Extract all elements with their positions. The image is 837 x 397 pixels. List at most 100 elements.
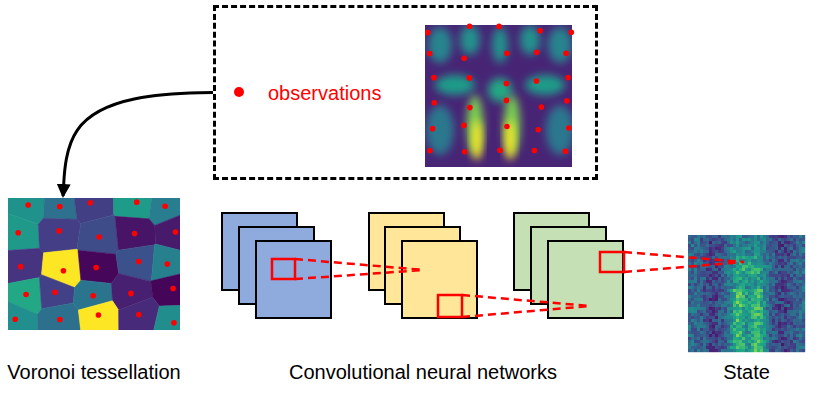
state-pixel [721, 325, 724, 328]
state-pixel [730, 289, 733, 292]
observation-dot [15, 230, 21, 236]
state-pixel [712, 295, 715, 298]
state-pixel [712, 325, 715, 328]
state-pixel [802, 265, 805, 268]
state-pixel [712, 334, 715, 337]
state-pixel [736, 346, 739, 349]
state-pixel [700, 244, 703, 247]
state-pixel [751, 253, 754, 256]
state-pixel [727, 340, 730, 343]
state-pixel [784, 340, 787, 343]
state-pixel [697, 298, 700, 301]
state-pixel [778, 298, 781, 301]
state-pixel [757, 298, 760, 301]
state-pixel [745, 295, 748, 298]
state-pixel [748, 235, 751, 238]
state-pixel [769, 259, 772, 262]
state-pixel [700, 328, 703, 331]
state-pixel [718, 337, 721, 340]
state-pixel [787, 295, 790, 298]
state-pixel [697, 271, 700, 274]
state-pixel [772, 256, 775, 259]
state-pixel [787, 301, 790, 304]
state-pixel [736, 271, 739, 274]
state-pixel [748, 346, 751, 349]
state-pixel [763, 280, 766, 283]
state-pixel [724, 235, 727, 238]
state-pixel [721, 349, 724, 352]
state-pixel [724, 331, 727, 334]
state-pixel [787, 286, 790, 289]
state-pixel [736, 343, 739, 346]
state-pixel [778, 334, 781, 337]
state-pixel [760, 262, 763, 265]
state-pixel [781, 319, 784, 322]
state-pixel [727, 286, 730, 289]
state-pixel [784, 343, 787, 346]
state-pixel [796, 277, 799, 280]
state-pixel [739, 271, 742, 274]
state-pixel [769, 307, 772, 310]
state-pixel [793, 265, 796, 268]
state-pixel [688, 295, 691, 298]
state-pixel [718, 295, 721, 298]
state-pixel [751, 235, 754, 238]
state-pixel [769, 247, 772, 250]
state-pixel [793, 322, 796, 325]
state-pixel [757, 262, 760, 265]
state-pixel [709, 295, 712, 298]
state-pixel [727, 253, 730, 256]
state-pixel [754, 325, 757, 328]
state-pixel [709, 271, 712, 274]
state-pixel [742, 253, 745, 256]
state-pixel [769, 241, 772, 244]
state-pixel [736, 280, 739, 283]
state-pixel [790, 346, 793, 349]
state-pixel [778, 340, 781, 343]
state-pixel [697, 310, 700, 313]
state-pixel [724, 313, 727, 316]
state-pixel [697, 241, 700, 244]
state-pixel [745, 298, 748, 301]
observation-dot [467, 23, 473, 29]
state-pixel [700, 247, 703, 250]
state-pixel [721, 334, 724, 337]
state-pixel [784, 334, 787, 337]
state-pixel [787, 256, 790, 259]
state-pixel [760, 256, 763, 259]
state-pixel [775, 268, 778, 271]
state-pixel [781, 286, 784, 289]
state-pixel [784, 301, 787, 304]
state-pixel [724, 271, 727, 274]
state-pixel [769, 289, 772, 292]
state-pixel [700, 313, 703, 316]
state-pixel [802, 307, 805, 310]
state-pixel [796, 343, 799, 346]
state-pixel [760, 298, 763, 301]
state-pixel [784, 331, 787, 334]
state-pixel [724, 322, 727, 325]
state-pixel [775, 286, 778, 289]
state-pixel [688, 244, 691, 247]
state-pixel [703, 250, 706, 253]
state-pixel [700, 289, 703, 292]
observation-dot [532, 148, 538, 154]
observation-dot [461, 123, 467, 129]
state-pixel [745, 241, 748, 244]
state-pixel [790, 244, 793, 247]
state-pixel [763, 310, 766, 313]
state-pixel [718, 253, 721, 256]
state-pixel [709, 313, 712, 316]
cnn-node: Convolutional neural networks [222, 213, 624, 318]
state-pixel [700, 292, 703, 295]
state-pixel [688, 316, 691, 319]
state-pixel [796, 253, 799, 256]
state-pixel [721, 322, 724, 325]
state-pixel [736, 265, 739, 268]
state-pixel [754, 262, 757, 265]
state-pixel [796, 244, 799, 247]
state-pixel [775, 265, 778, 268]
state-pixel [736, 322, 739, 325]
state-pixel [709, 316, 712, 319]
state-pixel [742, 277, 745, 280]
